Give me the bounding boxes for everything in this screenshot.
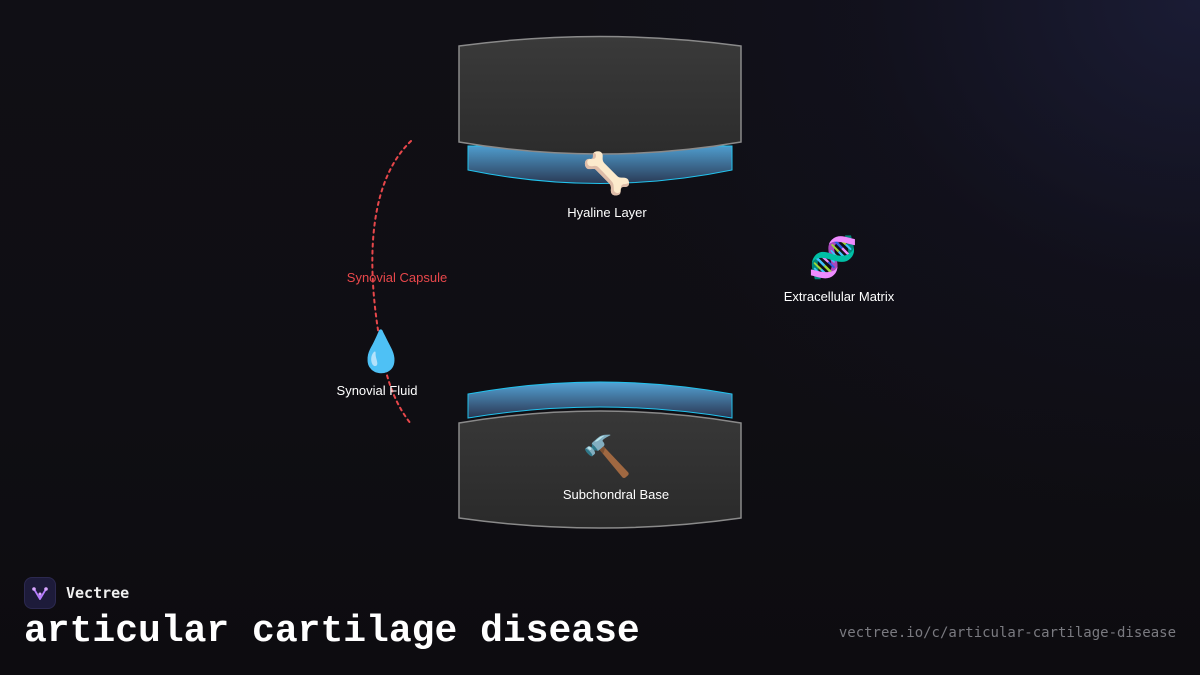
lower-bone <box>458 410 742 529</box>
droplet-icon: 💧 <box>356 329 406 375</box>
lower-cartilage-layer <box>467 381 733 419</box>
dna-icon: 🧬 <box>808 235 858 281</box>
bone-icon: 🦴 <box>582 151 632 197</box>
synovial-capsule-label: Synovial Capsule <box>346 270 448 285</box>
hammer-icon: 🔨 <box>582 434 632 480</box>
hyaline-layer-label: Hyaline Layer <box>567 205 647 220</box>
brand: Vectree <box>24 577 129 609</box>
upper-bone <box>458 35 742 155</box>
subchondral-base-label: Subchondral Base <box>562 487 670 502</box>
extracellular-matrix-label: Extracellular Matrix <box>783 289 895 304</box>
brand-name: Vectree <box>66 584 130 602</box>
synovial-capsule-arc <box>371 140 412 425</box>
upper-cartilage-layer <box>467 145 733 184</box>
page-title: articular cartilage disease <box>24 610 640 653</box>
page-url: vectree.io/c/articular-cartilage-disease <box>838 625 1176 641</box>
synovial-fluid-label: Synovial Fluid <box>336 383 418 398</box>
vectree-logo-icon <box>24 577 56 609</box>
